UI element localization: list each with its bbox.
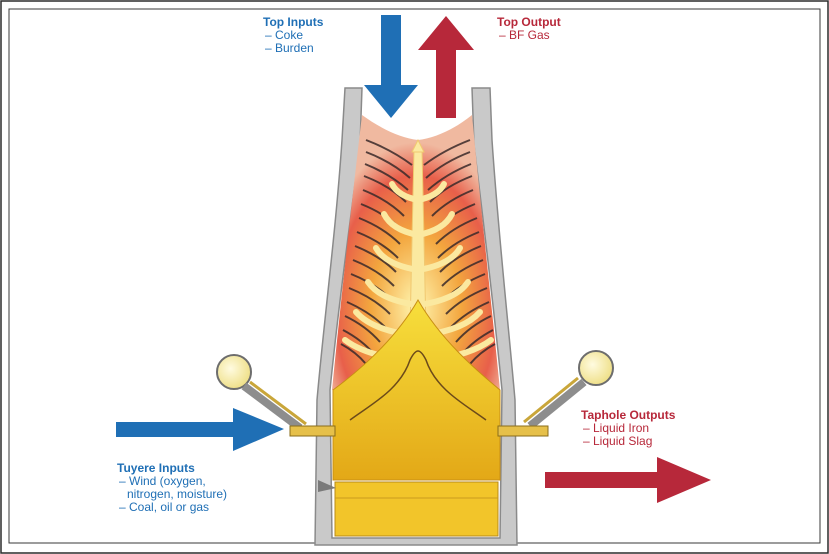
taphole-outputs-item-slag: – Liquid Slag [583, 435, 675, 448]
tuyere-input-arrow [116, 408, 284, 451]
top-inputs-label: Top Inputs – Coke – Burden [263, 16, 323, 55]
tuyere-inputs-item-fuel: – Coal, oil or gas [119, 501, 227, 514]
liquid-iron-pool [335, 482, 498, 536]
taphole-output-arrow [545, 457, 711, 503]
taphole-outputs-label: Taphole Outputs – Liquid Iron – Liquid S… [581, 409, 675, 448]
top-output-item-bf-gas: – BF Gas [499, 29, 561, 42]
tuyere-inputs-label: Tuyere Inputs – Wind (oxygen, nitrogen, … [117, 462, 227, 514]
top-output-arrow [418, 16, 474, 118]
top-inputs-item-burden: – Burden [265, 42, 323, 55]
top-output-label: Top Output – BF Gas [497, 16, 561, 42]
top-input-arrow [364, 15, 418, 118]
